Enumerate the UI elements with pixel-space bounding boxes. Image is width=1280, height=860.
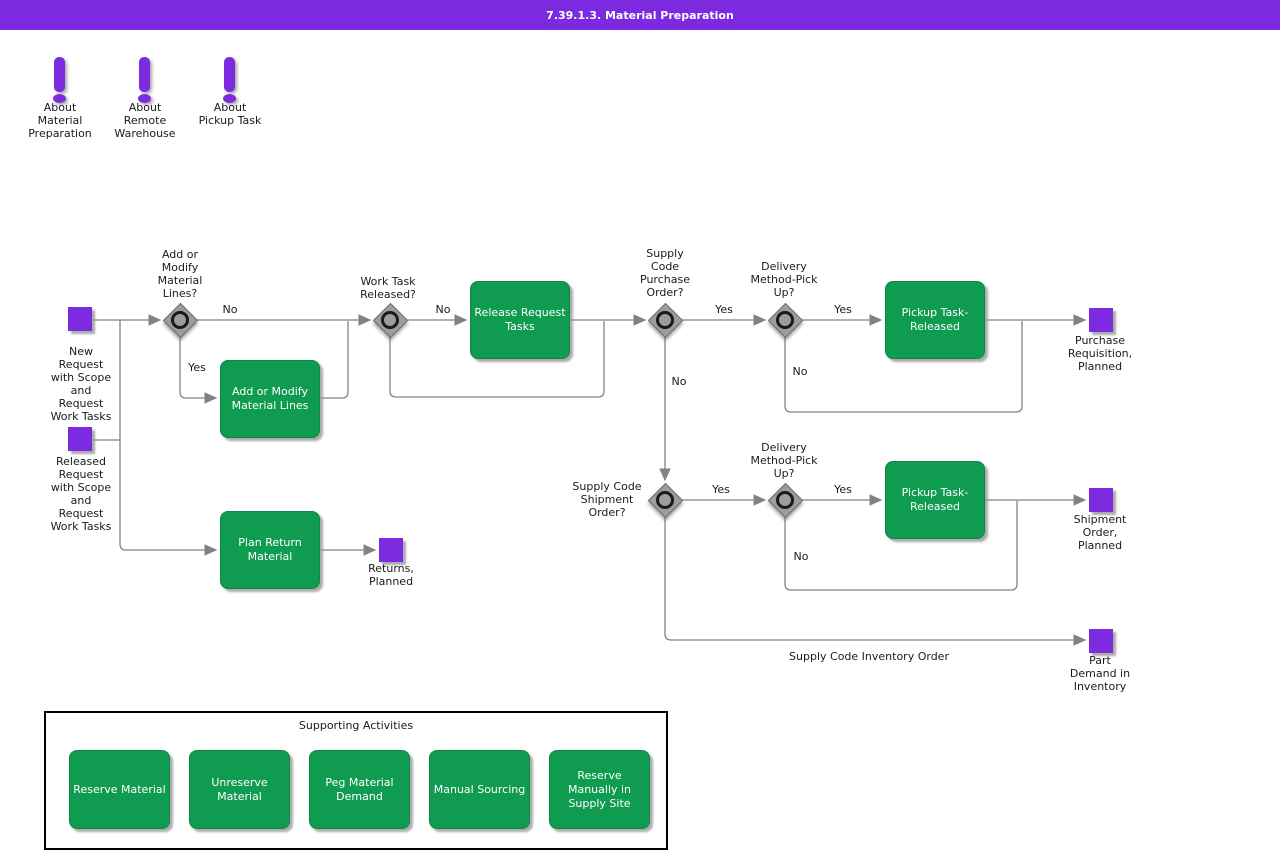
- task-reserve-manually-supply-site[interactable]: Reserve Manually in Supply Site: [549, 750, 650, 829]
- edge-gateway2-bypass: [389, 321, 605, 398]
- edge-label-supply-code-inventory-order: Supply Code Inventory Order: [789, 650, 949, 663]
- gateway-label: Add or Modify Material Lines?: [157, 248, 203, 300]
- page-title: 7.39.1.3. Material Preparation: [546, 8, 734, 22]
- edge-gateway1-yes: [179, 336, 218, 404]
- end-event-label: Purchase Requisition, Planned: [1067, 334, 1133, 373]
- edge-label-yes: Yes: [712, 483, 730, 496]
- edge-label-no: No: [671, 375, 687, 388]
- title-bar: 7.39.1.3. Material Preparation: [0, 0, 1280, 30]
- gateway-delivery-method-pick-up-1: [767, 302, 804, 339]
- task-plan-return-material[interactable]: Plan Return Material: [220, 511, 320, 589]
- gateway-label: Work Task Released?: [360, 275, 416, 301]
- edge-label-yes: Yes: [834, 303, 852, 316]
- gateway-add-or-modify-material-lines: [162, 302, 199, 339]
- edge-gateway6-bypass: [784, 501, 1018, 591]
- gateway-circle-icon: [381, 311, 399, 329]
- start-event-label: Released Request with Scope and Request …: [50, 455, 112, 533]
- start-event-released-request: [68, 427, 92, 451]
- gateway-delivery-method-pick-up-2: [767, 482, 804, 519]
- end-event-shipment-order: [1089, 488, 1113, 512]
- edge-junction-to-plan-return: [119, 320, 218, 556]
- about-link-label[interactable]: About Pickup Task: [198, 101, 262, 127]
- end-event-purchase-requisition: [1089, 308, 1113, 332]
- edge-gateway4-bypass: [784, 321, 1023, 413]
- end-event-part-demand-inventory: [1089, 629, 1113, 653]
- about-link-label[interactable]: About Remote Warehouse: [114, 101, 176, 140]
- edge-label-yes: Yes: [715, 303, 733, 316]
- gateway-supply-code-shipment-order: [647, 482, 684, 519]
- edge-label-yes: Yes: [188, 361, 206, 374]
- task-pickup-task-released-2[interactable]: Pickup Task- Released: [885, 461, 985, 539]
- edge-task1-out: [320, 321, 349, 399]
- task-pickup-task-released-1[interactable]: Pickup Task- Released: [885, 281, 985, 359]
- task-manual-sourcing[interactable]: Manual Sourcing: [429, 750, 530, 829]
- task-reserve-material[interactable]: Reserve Material: [69, 750, 170, 829]
- end-event-label: Returns, Planned: [368, 562, 414, 588]
- gateway-label: Delivery Method-Pick Up?: [750, 260, 818, 299]
- task-add-or-modify-material-lines[interactable]: Add or Modify Material Lines: [220, 360, 320, 438]
- supporting-activities-title: Supporting Activities: [298, 719, 414, 732]
- end-event-label: Shipment Order, Planned: [1073, 513, 1127, 552]
- task-release-request-tasks[interactable]: Release Request Tasks: [470, 281, 570, 359]
- gateway-circle-icon: [656, 311, 674, 329]
- gateway-circle-icon: [776, 491, 794, 509]
- end-event-label: Part Demand in Inventory: [1069, 654, 1131, 693]
- gateway-label: Delivery Method-Pick Up?: [750, 441, 818, 480]
- about-remote-warehouse-link[interactable]: About Remote Warehouse: [85, 57, 205, 142]
- edge-label-no: No: [222, 303, 238, 316]
- gateway-label: Supply Code Purchase Order?: [640, 247, 690, 299]
- supporting-activities-panel: [44, 711, 668, 850]
- edge-label-no: No: [793, 550, 809, 563]
- task-peg-material-demand[interactable]: Peg Material Demand: [309, 750, 410, 829]
- edge-label-no: No: [435, 303, 451, 316]
- task-unreserve-material[interactable]: Unreserve Material: [189, 750, 290, 829]
- about-link-label[interactable]: About Material Preparation: [28, 101, 92, 140]
- gateway-circle-icon: [776, 311, 794, 329]
- start-event-new-request: [68, 307, 92, 331]
- gateway-circle-icon: [171, 311, 189, 329]
- gateway-supply-code-purchase-order: [647, 302, 684, 339]
- gateway-circle-icon: [656, 491, 674, 509]
- start-event-label: New Request with Scope and Request Work …: [50, 345, 112, 423]
- edge-label-yes: Yes: [834, 483, 852, 496]
- about-material-preparation-link[interactable]: About Material Preparation: [0, 57, 120, 142]
- about-pickup-task-link[interactable]: About Pickup Task: [170, 57, 290, 142]
- edge-label-no: No: [792, 365, 808, 378]
- gateway-work-task-released: [372, 302, 409, 339]
- end-event-returns-planned: [379, 538, 403, 562]
- gateway-label: Supply Code Shipment Order?: [572, 480, 642, 519]
- edge-gateway5-no-inventory: [664, 516, 1087, 646]
